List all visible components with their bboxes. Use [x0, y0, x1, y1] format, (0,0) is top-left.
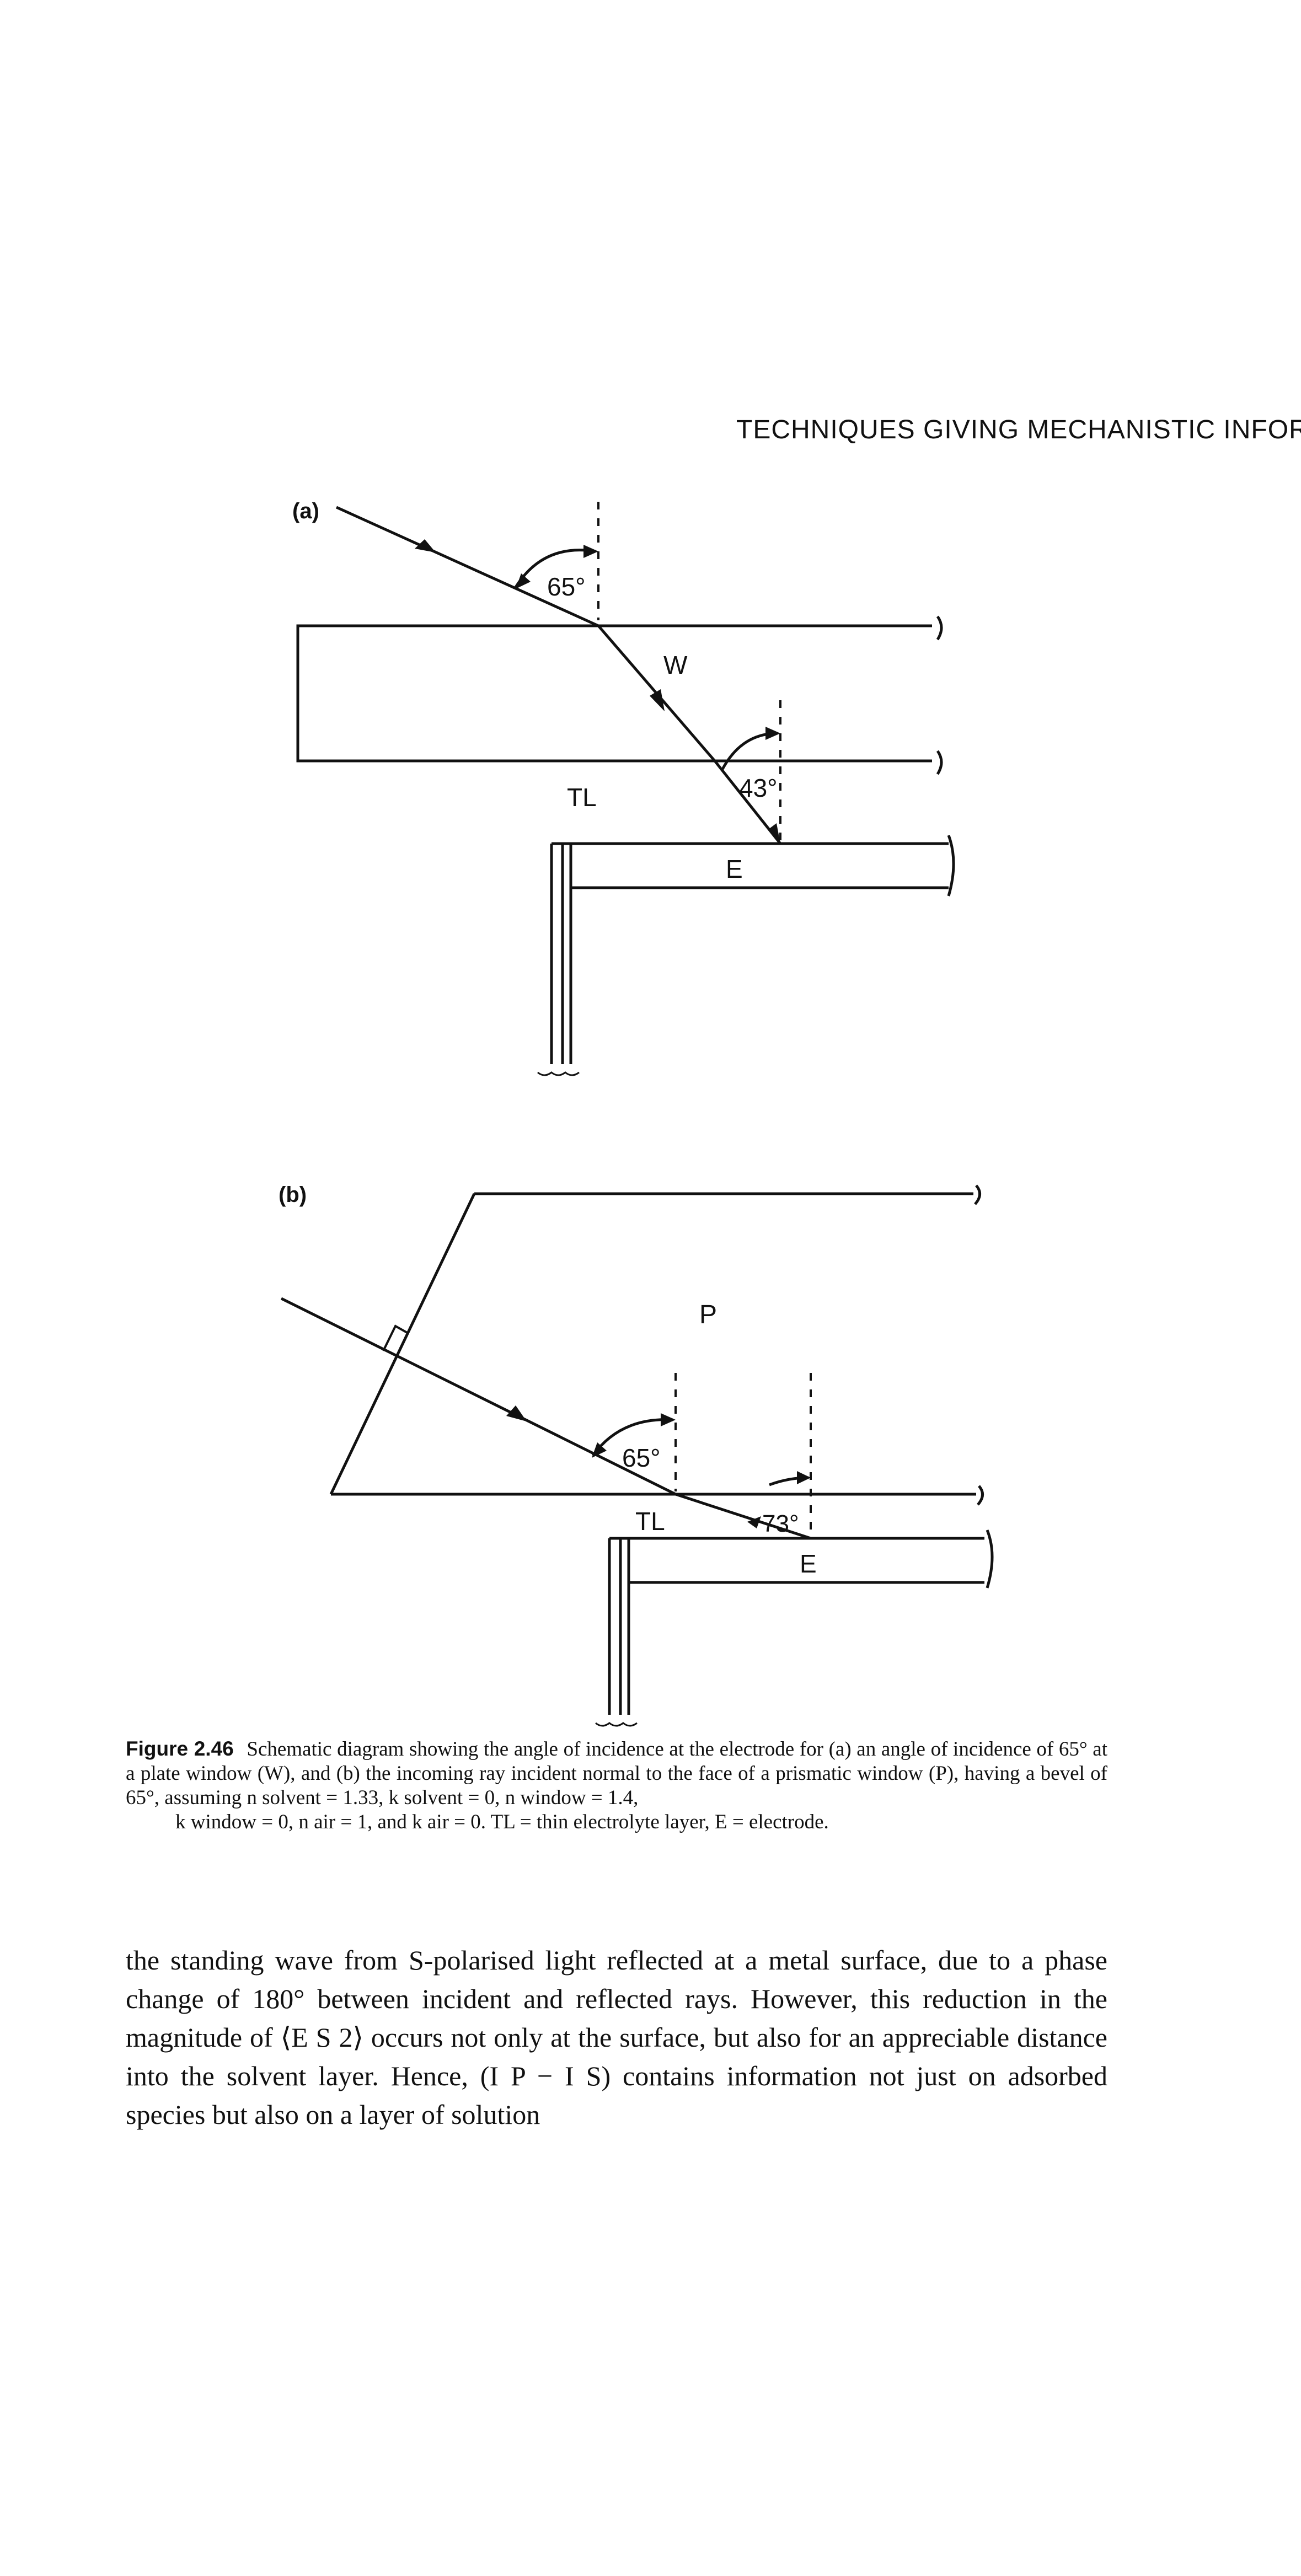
- arc-arrowhead: [747, 1516, 761, 1528]
- arc-arrowhead: [797, 1471, 811, 1484]
- incident-ray: [280, 1297, 677, 1496]
- caption-text: Schematic diagram showing the angle of i…: [126, 1738, 1107, 1809]
- electrode-break-mark: [986, 1530, 994, 1588]
- arc-arrowhead: [516, 573, 531, 589]
- angle-label-65: 65°: [622, 1443, 661, 1472]
- break-mark-mid: [936, 750, 943, 775]
- figure-label: Figure 2.46: [126, 1737, 234, 1760]
- angle-arc-43: [721, 732, 778, 770]
- electrode-label: E: [726, 855, 743, 883]
- electrode-label: E: [800, 1549, 817, 1578]
- panel-a-label: (a): [292, 499, 319, 523]
- ray-arrowhead: [650, 689, 665, 711]
- incident-ray: [335, 506, 599, 627]
- arc-arrowhead: [592, 1442, 607, 1458]
- break-mark-top: [974, 1184, 981, 1205]
- stem-break-mark: [595, 1722, 638, 1727]
- ray-arrowhead: [506, 1405, 527, 1421]
- electrode-break-mark: [947, 835, 955, 897]
- stem-break-mark: [537, 1071, 580, 1076]
- arc-arrowhead: [765, 727, 780, 740]
- panel-b: (b) 65° 73° P TL E: [279, 1183, 994, 1727]
- running-head: TECHNIQUES GIVING MECHANISTIC INFORM: [736, 415, 1301, 444]
- angle-label-65: 65°: [547, 572, 586, 601]
- arc-arrowhead: [583, 545, 598, 558]
- thin-layer-ray: [675, 1493, 811, 1540]
- ray-arrowhead: [415, 539, 436, 552]
- ray-arrowhead: [768, 823, 780, 844]
- break-mark-top: [936, 615, 943, 641]
- angle-label-43: 43°: [739, 774, 778, 802]
- break-mark-bottom: [977, 1485, 984, 1506]
- panel-a: (a) 65° 43° W TL E: [292, 499, 955, 1076]
- figure-caption: Figure 2.46 Schematic diagram showing th…: [126, 1737, 1107, 1834]
- window-plate: [296, 624, 932, 763]
- window-label: W: [663, 651, 688, 679]
- body-text: the standing wave from S-polarised light…: [126, 1941, 1107, 2134]
- thin-layer-label: TL: [567, 783, 597, 812]
- right-angle-marker: [382, 1324, 409, 1351]
- angle-label-73: 73°: [762, 1510, 799, 1537]
- prism-label: P: [699, 1300, 717, 1329]
- arc-arrowhead: [661, 1413, 676, 1426]
- body-paragraph: the standing wave from S-polarised light…: [126, 1945, 1107, 2130]
- thin-layer-label: TL: [635, 1507, 665, 1536]
- panel-b-label: (b): [279, 1183, 307, 1207]
- caption-text-end: k window = 0, n air = 1, and k air = 0. …: [175, 1811, 829, 1833]
- prism-bevel-face: [329, 1193, 476, 1495]
- figure-2-46-diagram: (a) 65° 43° W TL E: [279, 499, 994, 1727]
